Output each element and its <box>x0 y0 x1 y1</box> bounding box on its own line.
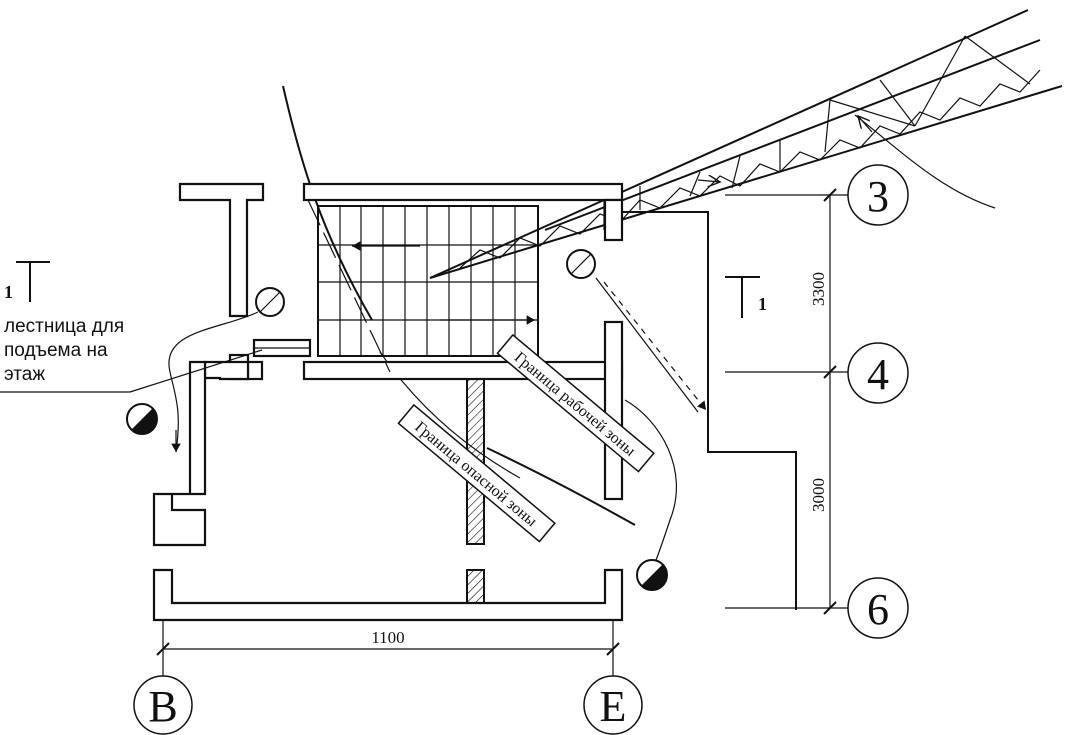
axis-label-4: 4 <box>867 350 889 399</box>
dimension-1100: 1100 <box>371 628 404 647</box>
axis-label-v: B <box>148 682 177 731</box>
dimension-3300: 3300 <box>809 272 828 306</box>
ladder-note: лестница для подъема на этаж <box>0 316 263 393</box>
axis-label-6: 6 <box>867 585 889 634</box>
right-dimension-chain: 3300 3000 <box>725 188 848 615</box>
axis-label-3: 3 <box>867 172 889 221</box>
section-mark-right: 1 <box>725 276 767 318</box>
axis-bubble-6: 6 <box>847 577 909 639</box>
hatched-column-base <box>466 569 485 604</box>
axis-bubble-3: 3 <box>847 164 909 226</box>
crane-boom <box>429 9 1063 279</box>
signalman-symbol-2 <box>636 559 668 591</box>
axis-bubble-v: B <box>133 675 193 735</box>
signalman-symbol-1 <box>126 403 158 435</box>
section-mark-left: 1 <box>4 261 50 302</box>
slinger-symbol-2 <box>566 249 596 279</box>
ladder-note-line3: этаж <box>4 364 45 385</box>
stair-ladder <box>252 338 312 358</box>
scaffold-grid <box>317 205 539 357</box>
bottom-dimension-chain: 1100 <box>156 620 620 680</box>
dimension-3000: 3000 <box>809 478 828 512</box>
axis-label-e: E <box>600 682 627 731</box>
worker-path-1 <box>168 311 259 453</box>
danger-zone-arc <box>486 447 636 526</box>
slinger-symbol-1 <box>255 287 285 317</box>
ladder-note-line1: лестница для <box>4 316 124 337</box>
worker-path-2 <box>624 399 678 561</box>
adjacent-building-outline <box>622 211 797 610</box>
section-mark-left-label: 1 <box>4 282 13 302</box>
crane-reach-arc <box>282 85 373 321</box>
building-walls <box>152 182 624 622</box>
slinger-direction <box>595 277 699 413</box>
ladder-note-line2: подъема на <box>4 340 108 361</box>
boom-swing-arc <box>854 114 996 209</box>
axis-bubble-4: 4 <box>847 342 909 404</box>
axis-bubble-e: E <box>583 675 643 735</box>
section-mark-right-label: 1 <box>758 294 767 314</box>
